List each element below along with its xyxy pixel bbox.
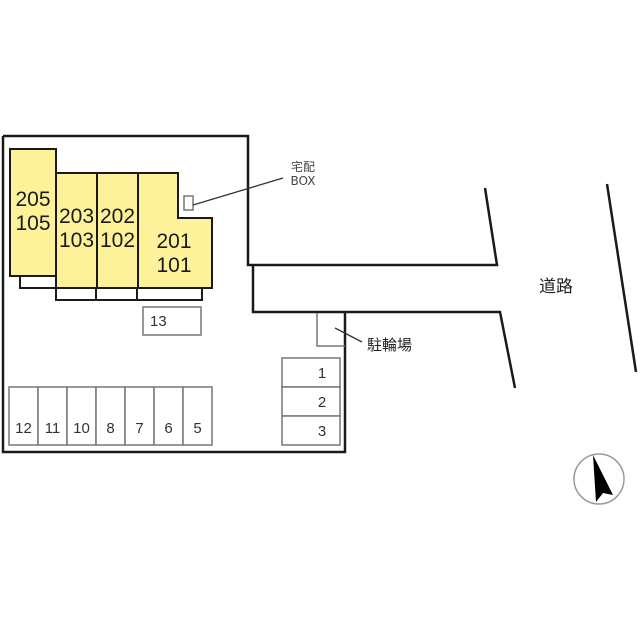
parking-label-8: 8 [106, 420, 115, 437]
bicycle-parking-leader [334, 327, 363, 343]
delivery-box-label-line1: 宅配 [290, 160, 315, 174]
parking-label-2: 2 [317, 394, 327, 411]
parking-space-1 [281, 357, 341, 388]
unit-203-103-block [55, 172, 98, 289]
parking-label-1: 1 [317, 365, 327, 382]
unit-lower-number: 101 [156, 254, 192, 277]
delivery-box-label: 宅配 BOX [283, 160, 323, 188]
parking-label-3: 3 [317, 423, 327, 440]
parking-label-7: 7 [135, 420, 144, 437]
parking-space-2 [281, 386, 341, 417]
unit-201-101-block [137, 172, 213, 289]
unit-upper-number: 203 [58, 205, 95, 228]
unit-upper-number: 205 [15, 188, 51, 211]
parking-label-6: 6 [164, 420, 173, 437]
unit-label-202-102: 202 102 [97, 205, 138, 253]
delivery-box-leader [192, 177, 284, 206]
parking-space-10 [66, 386, 97, 446]
road-edge-right [605, 183, 638, 373]
unit-205-105-block [9, 148, 57, 277]
parking-label-13: 13 [150, 313, 167, 330]
parking-label-5: 5 [193, 420, 202, 437]
lot-boundary [1, 134, 517, 454]
parking-space-7 [124, 386, 155, 446]
unit-202-102-block [96, 172, 139, 289]
bicycle-parking-area [316, 313, 345, 347]
parking-space-5 [182, 386, 213, 446]
delivery-box-label-line2: BOX [290, 174, 316, 188]
unit-upper-number: 202 [99, 205, 136, 228]
building-footing [19, 276, 203, 301]
parking-space-3 [281, 415, 341, 446]
unit-label-205-105: 205 105 [10, 188, 56, 236]
unit-label-201-101: 201 101 [150, 230, 198, 278]
bicycle-parking-label: 駐輪場 [367, 336, 413, 354]
road-label: 道路 [539, 277, 573, 297]
unit-upper-number: 201 [156, 230, 192, 253]
unit-label-203-103: 203 103 [56, 205, 97, 253]
parking-space-12 [8, 386, 39, 446]
parking-space-13 [142, 306, 202, 336]
unit-lower-number: 105 [15, 212, 51, 235]
delivery-box-marker [183, 195, 194, 211]
unit-lower-number: 102 [99, 229, 136, 252]
parking-label-10: 10 [73, 420, 90, 437]
parking-label-12: 12 [15, 420, 32, 437]
parking-label-11: 11 [44, 420, 61, 437]
north-arrow-icon [573, 453, 625, 505]
unit-lower-number: 103 [58, 229, 95, 252]
